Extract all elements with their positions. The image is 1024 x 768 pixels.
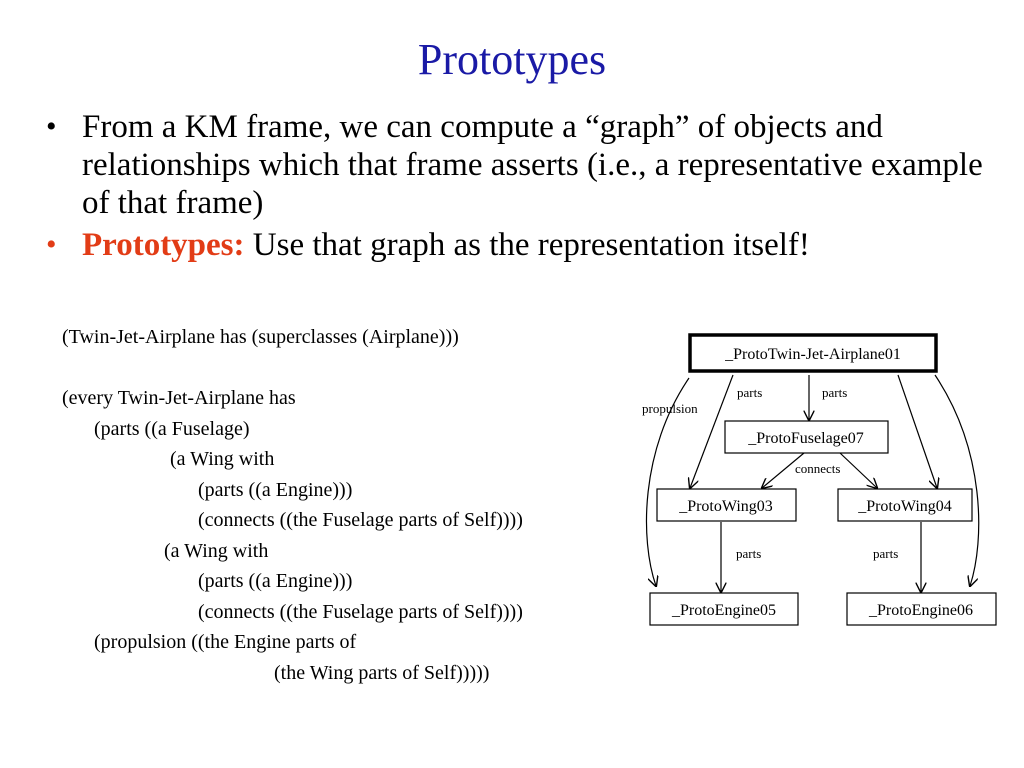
node-wing03: _ProtoWing03 <box>656 488 797 522</box>
node-airplane: _ProtoTwin-Jet-Airplane01 <box>688 333 938 373</box>
bullet-item: • From a KM frame, we can compute a “gra… <box>42 108 1002 222</box>
code-line: (the Wing parts of Self))))) <box>274 661 490 684</box>
propulsion-edge <box>645 377 690 586</box>
code-line: (a Wing with <box>164 539 269 562</box>
bullet-item: • Prototypes: Use that graph as the repr… <box>42 226 1002 264</box>
bullet-keyword: Prototypes: <box>82 227 245 263</box>
code-line: (parts ((a Fuselage) <box>94 417 250 440</box>
code-line: (propulsion ((the Engine parts of <box>94 631 357 653</box>
edge-label-propulsion: propulsion <box>642 401 698 416</box>
edge-label-parts: parts <box>736 546 761 561</box>
edge-label-parts: parts <box>873 546 898 561</box>
node-label: _ProtoEngine05 <box>671 602 776 619</box>
node-label: _ProtoWing03 <box>678 498 773 515</box>
fuselage-wing04-edge <box>839 452 877 488</box>
edge-label-parts: parts <box>737 385 762 400</box>
edge-label-connects: connects <box>795 461 840 476</box>
bullet-dot-icon: • <box>46 228 57 261</box>
bullet-list: • From a KM frame, we can compute a “gra… <box>42 108 1002 268</box>
slide-title: Prototypes <box>417 35 607 84</box>
code-line: (connects ((the Fuselage parts of Self))… <box>198 509 523 531</box>
airplane-engine06-edge <box>934 374 980 586</box>
bullet-text: From a KM frame, we can compute a “graph… <box>82 109 983 221</box>
node-engine05: _ProtoEngine05 <box>649 592 799 626</box>
node-fuselage: _ProtoFuselage07 <box>724 420 889 454</box>
bullet-text: Use that graph as the representation its… <box>244 227 810 263</box>
code-line: (a Wing with <box>170 448 275 470</box>
code-line: (connects ((the Fuselage parts of Self))… <box>198 600 523 623</box>
km-frame-code: (Twin-Jet-Airplane has (superclasses (Ai… <box>62 322 622 688</box>
code-line: (parts ((a Engine))) <box>198 570 353 592</box>
node-label: _ProtoFuselage07 <box>747 430 864 447</box>
node-label: _ProtoWing04 <box>857 498 952 515</box>
node-label: _ProtoTwin-Jet-Airplane01 <box>724 346 901 363</box>
node-engine06: _ProtoEngine06 <box>846 592 997 626</box>
code-line: (every Twin-Jet-Airplane has <box>62 387 296 409</box>
airplane-wing04-edge <box>897 374 937 488</box>
node-wing04: _ProtoWing04 <box>837 488 973 522</box>
bullet-dot-icon: • <box>46 110 57 143</box>
airplane-wing03-edge <box>690 374 734 488</box>
code-line: (parts ((a Engine))) <box>198 478 353 501</box>
node-label: _ProtoEngine06 <box>868 602 973 619</box>
code-line: (Twin-Jet-Airplane has (superclasses (Ai… <box>62 326 459 348</box>
edge-label-parts: parts <box>822 385 847 400</box>
fuselage-wing03-edge <box>762 452 805 488</box>
